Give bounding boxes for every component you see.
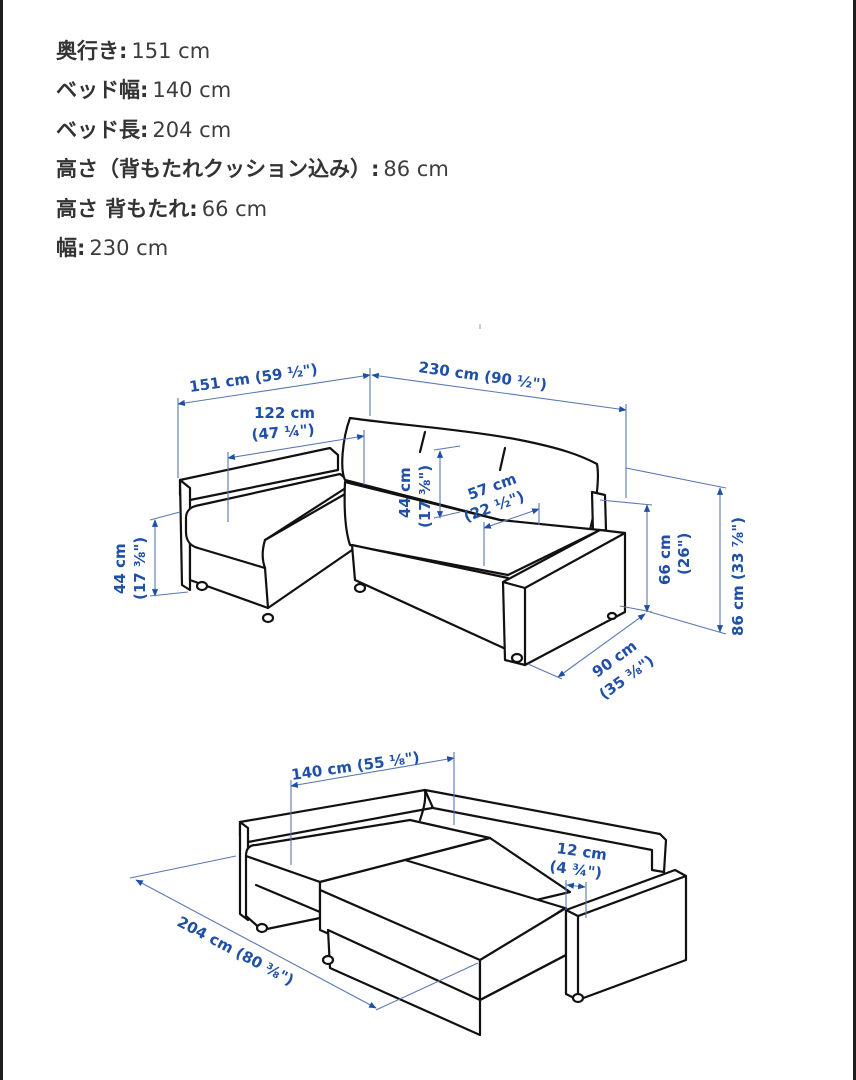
spec-height-with-cushion: 高さ（背もたれクッション込み）:86 cm: [56, 150, 449, 189]
spec-width: 幅:230 cm: [56, 229, 449, 268]
spec-label: ベッド幅:: [56, 78, 149, 103]
back-height-in: (26"): [675, 533, 693, 575]
spec-back-height: 高さ 背もたれ:66 cm: [56, 190, 449, 229]
spec-value: 230 cm: [89, 236, 169, 261]
seat-height-in: (17 ⅜"): [131, 537, 149, 600]
spec-label: ベッド長:: [56, 117, 149, 142]
spec-value: 66 cm: [201, 196, 268, 221]
left-frame-border: [0, 0, 3, 1080]
spec-depth: 奥行き:151 cm: [56, 32, 449, 71]
back-cushion-height-in: (17 ⅜"): [416, 465, 434, 528]
sofa-bed-drawing: [238, 788, 688, 1037]
seat-height-cm: 44 cm: [111, 543, 129, 594]
bed-width-label: 140 cm (55 ⅛"): [290, 748, 421, 784]
spec-label: 奥行き:: [56, 39, 128, 63]
spec-value: 140 cm: [152, 78, 232, 103]
corner-sofa-dimensions: 151 cm (59 ½") 230 cm (90 ½") 122 cm (47…: [111, 358, 747, 703]
spec-label: 高さ 背もたれ:: [56, 196, 198, 221]
back-height-cm: 66 cm: [656, 534, 674, 585]
chaise-depth-cm: 122 cm: [254, 404, 315, 422]
spec-list: 奥行き:151 cm ベッド幅:140 cm ベッド長:204 cm 高さ（背も…: [56, 32, 449, 268]
spec-bed-width: ベッド幅:140 cm: [56, 71, 449, 110]
spec-value: 151 cm: [131, 39, 211, 63]
total-height-label: 86 cm (33 ⅞"): [729, 517, 747, 636]
width-label: 230 cm (90 ½"): [417, 358, 548, 394]
spec-value: 204 cm: [152, 117, 232, 142]
spec-label: 高さ（背もたれクッション込み）:: [56, 157, 380, 182]
chaise-depth-in: (47 ¼"): [251, 421, 315, 444]
right-frame-border: [853, 0, 856, 1080]
spec-value: 86 cm: [383, 157, 449, 182]
back-cushion-height-cm: 44 cm: [396, 467, 414, 518]
depth-label: 151 cm (59 ½"): [188, 360, 319, 396]
spec-bed-length: ベッド長:204 cm: [56, 111, 449, 150]
spec-label: 幅:: [56, 236, 86, 261]
